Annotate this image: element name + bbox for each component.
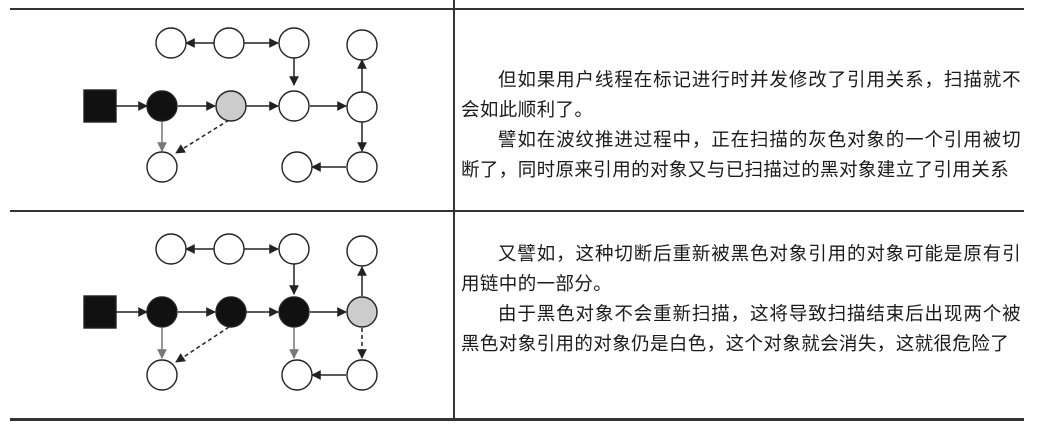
content-table: 但如果用户线程在标记进行时并发修改了引用关系，扫描就不会如此顺利了。 譬如在波纹… [10,0,1024,428]
white-object-node [346,359,378,391]
graph-nodes [83,27,378,183]
table-row-2: 又譬如，这种切断后重新被黑色对象引用的对象可能是原有引用链中的一部分。 由于黑色… [10,212,1024,418]
new-reference-dashed-arrow [175,119,230,154]
paragraph: 譬如在波纹推进过程中，正在扫描的灰色对象的一个引用被切断了，同时原来引用的对象又… [461,130,1021,181]
white-object-node [155,27,187,59]
white-object-node [281,151,313,183]
black-object-node [146,90,178,122]
graph-edges [116,244,367,380]
gc-root-square [83,89,117,123]
new-reference-dashed-arrow [175,326,230,363]
description-text-1: 但如果用户线程在标记进行时并发修改了引用关系，扫描就不会如此顺利了。 譬如在波纹… [461,66,1021,186]
white-object-node [213,27,245,59]
gray-object-node [215,90,247,122]
white-object-node [146,359,178,391]
object-graph-diagram-2 [10,212,453,418]
graph-svg-2 [83,233,378,391]
gc-root-square [83,295,117,329]
white-object-node [278,233,310,265]
table-top-rule [10,8,1024,10]
table-row-divider [10,210,1024,212]
table-row-1: 但如果用户线程在标记进行时并发修改了引用关系，扫描就不会如此顺利了。 譬如在波纹… [10,10,1024,210]
object-graph-diagram-1 [10,10,453,210]
paragraph: 但如果用户线程在标记进行时并发修改了引用关系，扫描就不会如此顺利了。 [461,70,1021,121]
black-object-node [146,296,178,328]
paragraph: 由于黑色对象不会重新扫描，这将导致扫描结束后出现两个被黑色对象引用的对象仍是白色… [461,304,1021,355]
white-object-node [278,27,310,59]
white-object-node [155,233,187,265]
black-object-node [278,296,310,328]
white-object-node [146,151,178,183]
white-object-node [281,359,313,391]
white-object-node [346,151,378,183]
white-object-node [278,90,310,122]
white-object-node [213,233,245,265]
white-object-node [346,235,378,267]
table-bottom-rule [10,418,1024,421]
white-object-node [346,29,378,61]
white-object-node [346,91,378,123]
black-object-node [215,296,247,328]
gray-object-node [346,296,378,328]
graph-edges [116,38,367,172]
graph-svg-1 [83,27,378,183]
graph-nodes [83,233,378,391]
description-text-2: 又譬如，这种切断后重新被黑色对象引用的对象可能是原有引用链中的一部分。 由于黑色… [461,240,1021,360]
paragraph: 又譬如，这种切断后重新被黑色对象引用的对象可能是原有引用链中的一部分。 [461,244,1021,295]
